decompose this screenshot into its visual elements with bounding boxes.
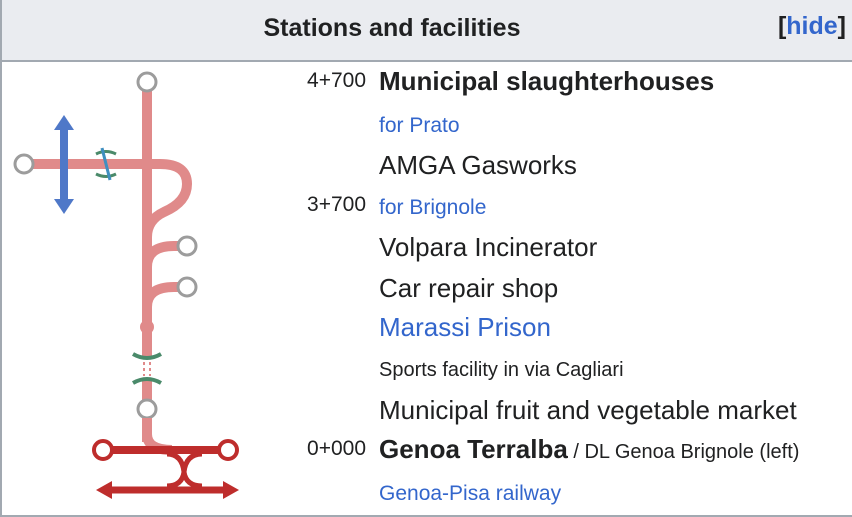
bracket-open: [ [777,12,787,40]
terminus-circle-icon [13,153,35,175]
bracket-close: ] [837,12,846,40]
terminus-circle-icon [176,235,198,257]
arrow-down-icon [54,199,74,214]
arrow-right-icon [223,481,239,499]
crossing-icon-top [95,150,117,156]
list-item: Municipal fruit and vegetable market [2,390,852,430]
crossing-icon-blue [100,147,112,181]
station-label: AMGA Gasworks [379,150,577,180]
list-item: for Prato [2,104,852,144]
list-item: Car repair shop [2,268,852,308]
list-item: Volpara Incinerator [2,227,852,267]
station-link[interactable]: Marassi Prison [379,312,551,342]
terminus-circle-icon [136,71,158,93]
km-marker: 0+000 [307,437,366,460]
station-link[interactable]: for Brignole [379,196,487,219]
loop-curve [142,159,193,238]
list-item: 3+700 for Brignole [2,186,852,226]
terminus-circle-icon [217,439,239,461]
branch-incinerator [142,241,185,268]
station-label: Car repair shop [379,273,559,303]
list-item: Genoa-Pisa railway [2,472,852,512]
terminal-junction [166,451,203,489]
station-label: Municipal slaughterhouses [379,66,715,96]
list-item: Sports facility in via Cagliari [2,348,852,388]
station-label: Genoa Terralba / DL Genoa Brignole (left… [379,434,799,465]
station-label: Sports facility in via Cagliari [379,359,624,381]
crossing-icon-bottom [95,172,117,178]
hide-link[interactable]: hide [786,12,838,40]
bridge-icon-bottom [132,377,162,385]
list-item: AMGA Gasworks [2,145,852,185]
km-marker: 3+700 [307,193,366,216]
station-label: Volpara Incinerator [379,232,598,262]
branch-repair-shop [142,282,185,308]
junction-icon [140,320,154,334]
terminus-circle-icon [92,439,114,461]
route-diagram [13,71,239,499]
list-item: Marassi Prison [2,307,852,347]
terminus-circle-icon [176,276,198,298]
arrow-left-icon [96,481,112,499]
station-label: Municipal fruit and vegetable market [379,395,797,425]
panel-title: Stations and facilities [263,14,521,42]
station-link[interactable]: for Prato [379,114,460,137]
station-name: Genoa Terralba [379,434,568,464]
list-item: 0+000 Genoa Terralba / DL Genoa Brignole… [2,430,852,470]
arrow-up-icon [54,115,74,130]
list-item: 4+700 Municipal slaughterhouses [2,62,852,102]
station-link[interactable]: Genoa-Pisa railway [379,482,562,505]
station-aside: / DL Genoa Brignole (left) [567,441,800,463]
bridge-icon-top [132,352,162,360]
panel-header: Stations and facilities [hide] [2,0,852,62]
km-marker: 4+700 [307,69,366,92]
hide-toggle: [hide] [778,12,846,41]
